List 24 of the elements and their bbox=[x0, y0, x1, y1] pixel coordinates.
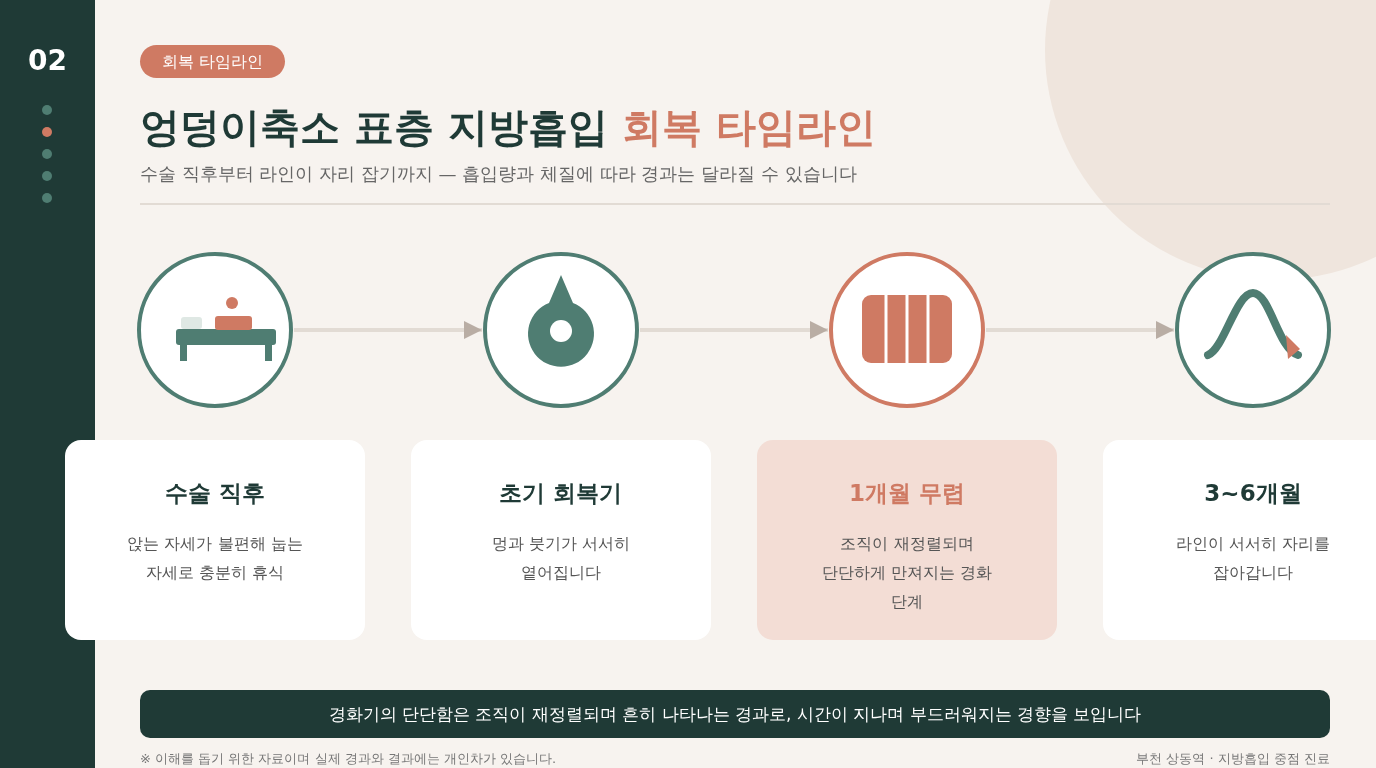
page-number: 02 bbox=[27, 44, 68, 77]
card-heading: 수술 직후 bbox=[164, 479, 266, 508]
arrow bbox=[294, 321, 482, 339]
icon-circle bbox=[828, 251, 986, 409]
footnote: ※ 이해를 돕기 위한 자료이며 실제 경과와 결과에는 개인차가 있습니다. bbox=[140, 750, 557, 768]
icon-circle bbox=[136, 251, 294, 409]
card-heading: 초기 회복기 bbox=[498, 479, 624, 508]
title: 엉덩이축소 표층 지방흡입 회복 타임라인 bbox=[140, 103, 876, 152]
timeline-card bbox=[757, 440, 1057, 640]
card-description: 조직이 재정렬되며 단단하게 만져지는 경화 단계 bbox=[820, 533, 994, 613]
timeline-card bbox=[65, 440, 365, 640]
card-description: 멍과 붓기가 서서히 옅어집니다 bbox=[490, 533, 632, 584]
card-description: 앉는 자세가 불편해 눕는 자세로 충분히 휴식 bbox=[126, 533, 304, 584]
card-heading: 3~6개월 bbox=[1203, 479, 1303, 508]
subtitle: 수술 직후부터 라인이 자리 잡기까지 — 흡입량과 체질에 따라 경과는 달라질 수 있습니다 bbox=[140, 162, 857, 186]
card-description: 라인이 서서히 자리를 잡아갑니다 bbox=[1174, 533, 1332, 584]
footer-text: 부천 상동역 · 지방흡입 중점 진료 bbox=[1136, 750, 1330, 768]
icon-circle bbox=[482, 251, 640, 409]
arrow bbox=[640, 321, 828, 339]
arrow bbox=[986, 321, 1174, 339]
card-heading: 1개월 무렵 bbox=[848, 479, 966, 508]
section-tag: 회복 타임라인 bbox=[140, 45, 286, 78]
icon-circle bbox=[1174, 251, 1332, 409]
summary-banner: 경화기의 단단함은 조직이 재정렬되며 흔히 나타나는 경과로, 시간이 지나며 부드러워지는 경향을 보입니다 bbox=[140, 690, 1330, 738]
